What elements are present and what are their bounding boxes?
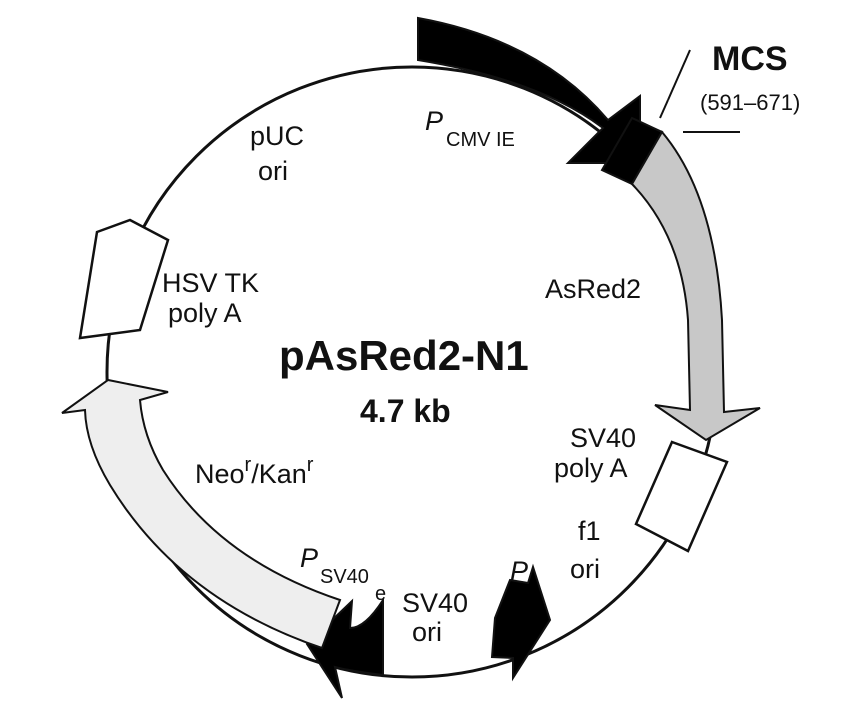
hsvtk-line2: poly A (168, 298, 242, 328)
kan-sup: r (307, 454, 314, 476)
hsvtk-line1: HSV TK (162, 268, 259, 298)
plasmid-size: 4.7 kb (360, 393, 451, 429)
pcmv-label-sub: CMV IE (446, 129, 515, 151)
f1ori-line2: ori (570, 554, 600, 584)
psv40e-label-sub: SV40 (320, 566, 369, 588)
neo-kan-arrow (61, 378, 342, 650)
psv40e-arrow (305, 596, 384, 699)
puc-line2: ori (258, 156, 288, 186)
mcs-label: MCS (712, 40, 788, 78)
p-arrow (490, 563, 552, 682)
mcs-range: (591–671) (700, 90, 800, 115)
mcs-line-upper-2 (659, 99, 669, 119)
neo-sup: r (245, 454, 252, 476)
pcmv-label-p: P (425, 106, 443, 136)
sv40ori-line2: ori (412, 617, 442, 647)
puc-line1: pUC (250, 121, 304, 151)
neo-kan-label: Neor/Kanr (195, 454, 314, 489)
plasmid-name: pAsRed2-N1 (279, 332, 529, 379)
mcs-line-upper (667, 49, 691, 101)
f1ori-line1: f1 (578, 516, 601, 546)
hsvtk-polya-box (78, 218, 170, 340)
pcmv-arrow (417, 16, 641, 164)
asred2-label: AsRed2 (545, 274, 641, 304)
sv40-polya-line1: SV40 (570, 423, 636, 453)
p-label: P (510, 556, 528, 586)
sv40-polya-box (634, 440, 729, 553)
psv40e-label-subsub: e (375, 583, 386, 605)
kan-text: /Kan (251, 459, 307, 489)
asred2-arrow (630, 130, 761, 442)
neo-text: Neo (195, 459, 245, 489)
sv40-polya-line2: poly A (554, 453, 628, 483)
sv40ori-line1: SV40 (402, 588, 468, 618)
psv40e-label-p: P (300, 543, 318, 573)
